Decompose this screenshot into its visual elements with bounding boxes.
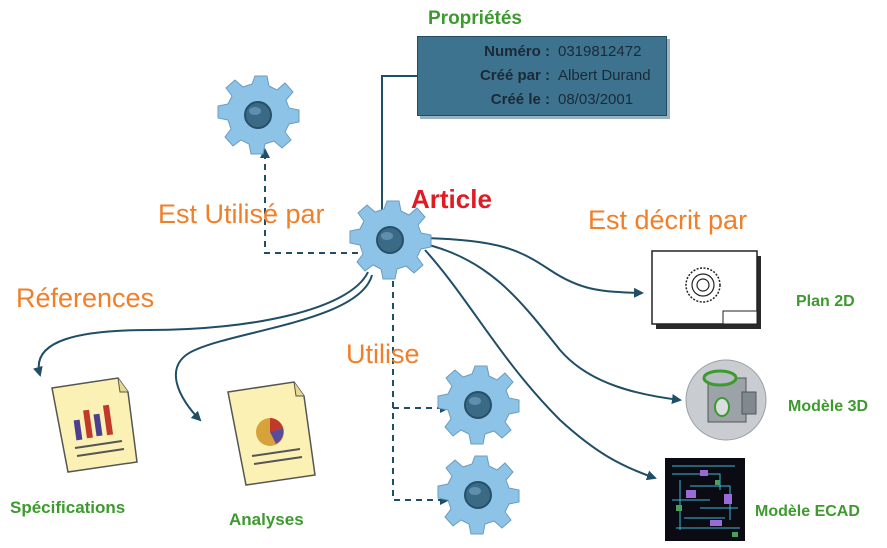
describes-connector-2d xyxy=(424,237,644,298)
properties-title: Propriétés xyxy=(428,8,522,29)
2d-drawing-icon xyxy=(651,250,761,329)
used-by-connector xyxy=(260,148,358,254)
properties-connector xyxy=(381,75,417,210)
used-by-gear-icon xyxy=(217,75,300,155)
model3d-label: Modèle 3D xyxy=(788,398,869,415)
uses-gear-1-icon xyxy=(437,365,520,445)
relation-references: Réferences xyxy=(16,283,155,313)
specifications-label: Spécifications xyxy=(10,498,126,517)
property-label: Numéro : xyxy=(484,43,550,60)
article-label: Article xyxy=(411,184,492,214)
properties-panel: Numéro : 0319812472 Créé par : Albert Du… xyxy=(417,36,667,116)
analyses-label: Analyses xyxy=(229,510,304,529)
ecad-label: Modèle ECAD xyxy=(755,503,860,520)
property-label: Créé par : xyxy=(479,67,550,84)
property-value: 08/03/2001 xyxy=(558,91,634,108)
uses-gear-2-icon xyxy=(437,455,520,535)
property-label: Créé le : xyxy=(490,91,550,108)
references-connector-specs xyxy=(33,271,369,377)
describes-connector-3d xyxy=(424,243,682,404)
property-value: 0319812472 xyxy=(558,43,642,60)
analyses-document-icon xyxy=(227,381,316,486)
circuit-board-icon xyxy=(665,458,745,541)
uses-connector-2 xyxy=(392,270,450,505)
plan2d-label: Plan 2D xyxy=(796,293,855,310)
relation-used-by: Est Utilisé par xyxy=(158,199,325,229)
describes-connector-ecad xyxy=(424,249,657,481)
relation-described-by: Est décrit par xyxy=(588,205,748,235)
3d-model-icon xyxy=(685,359,767,441)
references-connector-analyses xyxy=(174,274,373,422)
property-value: Albert Durand xyxy=(558,67,651,84)
specifications-document-icon xyxy=(51,377,138,473)
relation-uses: Utilise xyxy=(346,339,420,369)
